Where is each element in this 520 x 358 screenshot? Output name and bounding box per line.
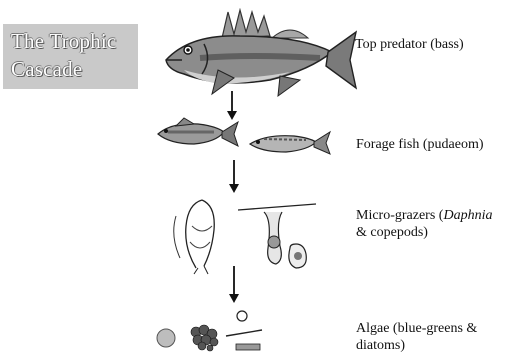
bass-illustration (160, 8, 360, 100)
diagram-title: The Trophic Cascade (3, 24, 138, 89)
label-algae-line2: diatoms) (356, 338, 405, 353)
arrow-down-icon (227, 160, 241, 194)
label-forage-fish: Forage fish (pudaeom) (356, 136, 484, 153)
algae-illustration (152, 310, 272, 354)
copepod-illustration (168, 196, 238, 276)
forage-fish-illustration-1 (154, 116, 240, 152)
title-line-1: The Trophic (11, 27, 138, 55)
forage-fish-illustration-2 (246, 128, 332, 158)
label-micro-grazers-prefix: Micro-grazers ( (356, 208, 443, 223)
label-micro-grazers: Micro-grazers (Daphnia & copepods) (356, 207, 492, 241)
arrow-down-icon (227, 266, 241, 304)
title-line-2: Cascade (11, 55, 138, 83)
label-micro-grazers-line2: & copepods) (356, 225, 428, 240)
daphnia-illustration (238, 198, 318, 278)
label-micro-grazers-italic: Daphnia (443, 208, 492, 223)
label-algae-line1: Algae (blue-greens & (356, 321, 477, 336)
label-top-predator: Top predator (bass) (355, 36, 464, 53)
label-algae: Algae (blue-greens & diatoms) (356, 320, 477, 354)
